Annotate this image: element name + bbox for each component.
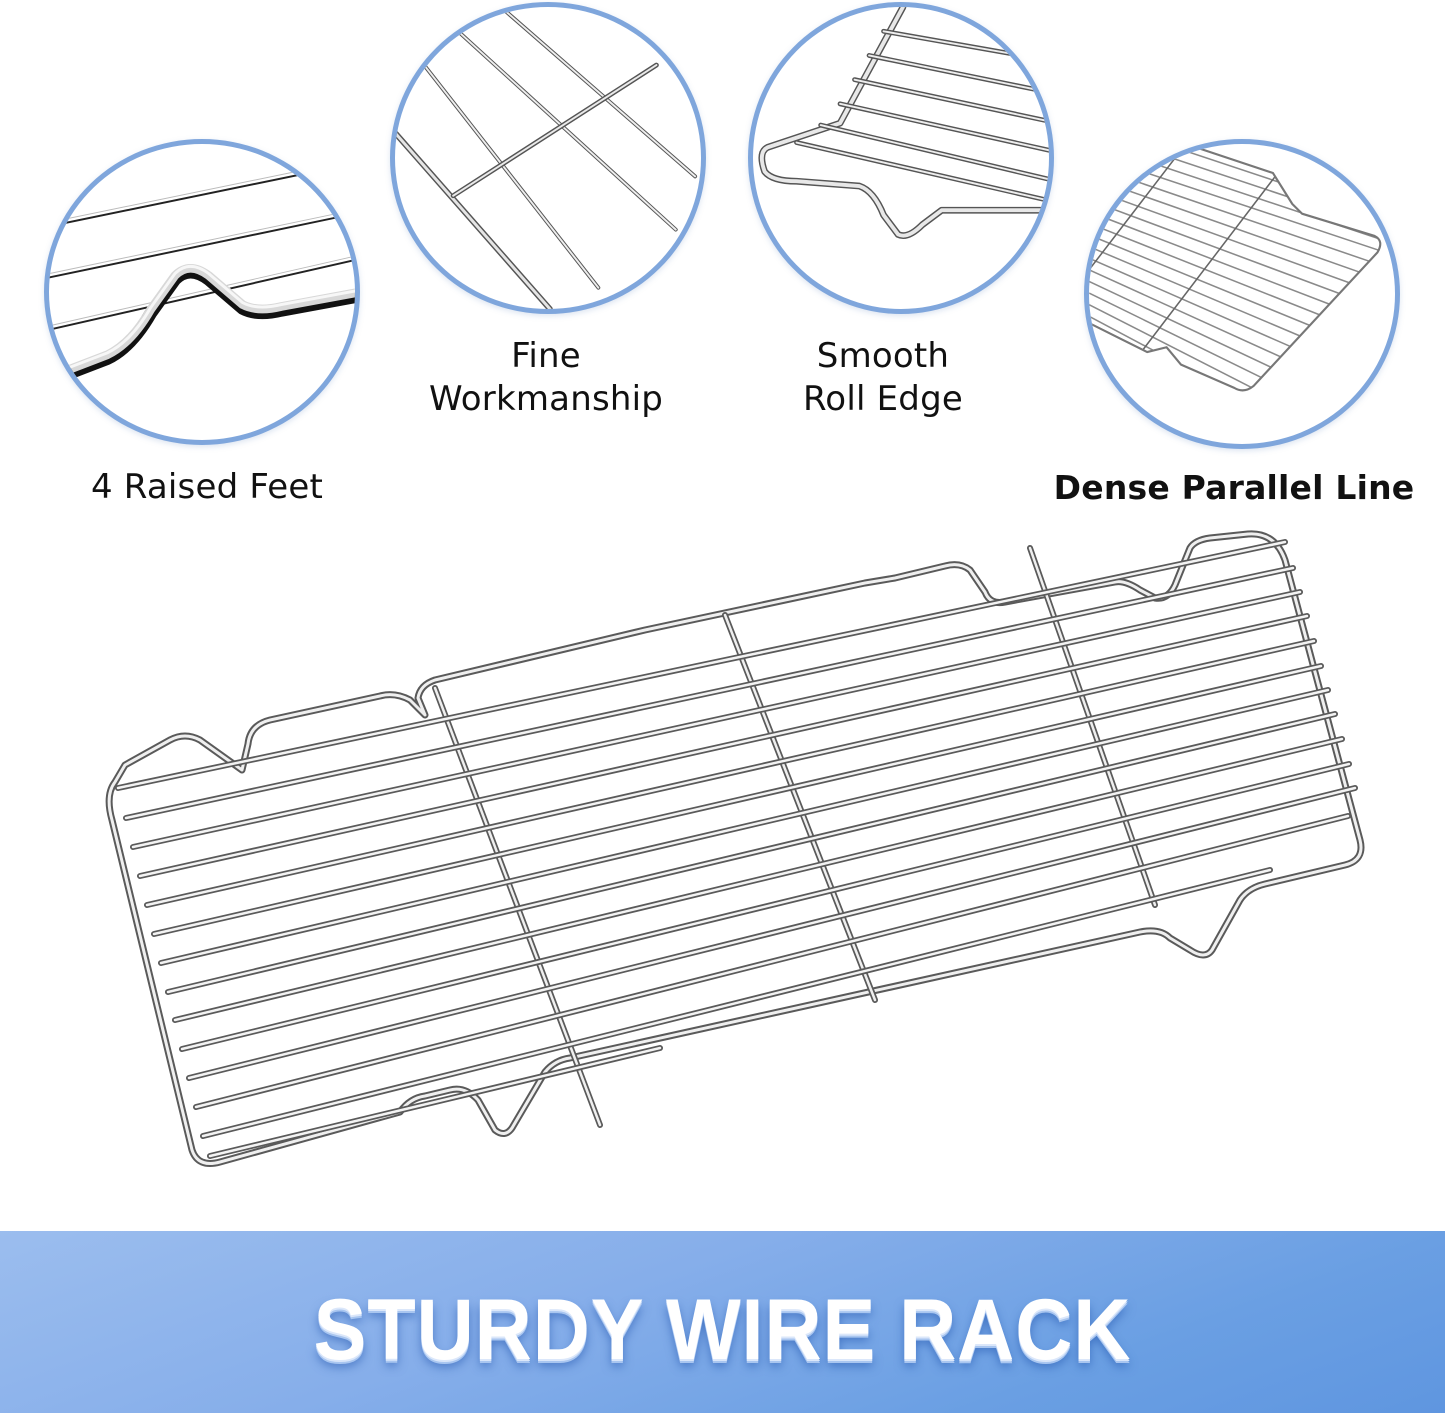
feature-circle-dense-parallel-line [1084, 139, 1400, 449]
feature-label-fine-workmanship: Fine Workmanship [396, 335, 696, 421]
dense-parallel-line-closeup-icon [1089, 144, 1382, 392]
feature-label-line: Smooth [816, 336, 950, 376]
feature-circle-fine-workmanship [390, 2, 706, 314]
banner-title: STURDY WIRE RACK [313, 1282, 1132, 1378]
feature-label-line: Fine [511, 336, 581, 376]
feature-label-raised-feet: 4 Raised Feet [90, 467, 324, 507]
wire-rack-product-image [105, 530, 1365, 1167]
raised-feet-closeup-icon [49, 158, 355, 388]
fine-workmanship-closeup-icon [395, 9, 698, 309]
feature-label-smooth-roll-edge: Smooth Roll Edge [748, 335, 1018, 421]
feature-label-line: Roll Edge [803, 379, 963, 419]
smooth-roll-edge-closeup-icon [758, 7, 1049, 239]
feature-circle-smooth-roll-edge [748, 2, 1054, 314]
feature-label-dense-parallel-line: Dense Parallel Line [1053, 468, 1415, 507]
title-banner: STURDY WIRE RACK [0, 1231, 1445, 1413]
feature-circle-raised-feet [44, 139, 360, 445]
feature-label-line: Workmanship [428, 379, 664, 419]
